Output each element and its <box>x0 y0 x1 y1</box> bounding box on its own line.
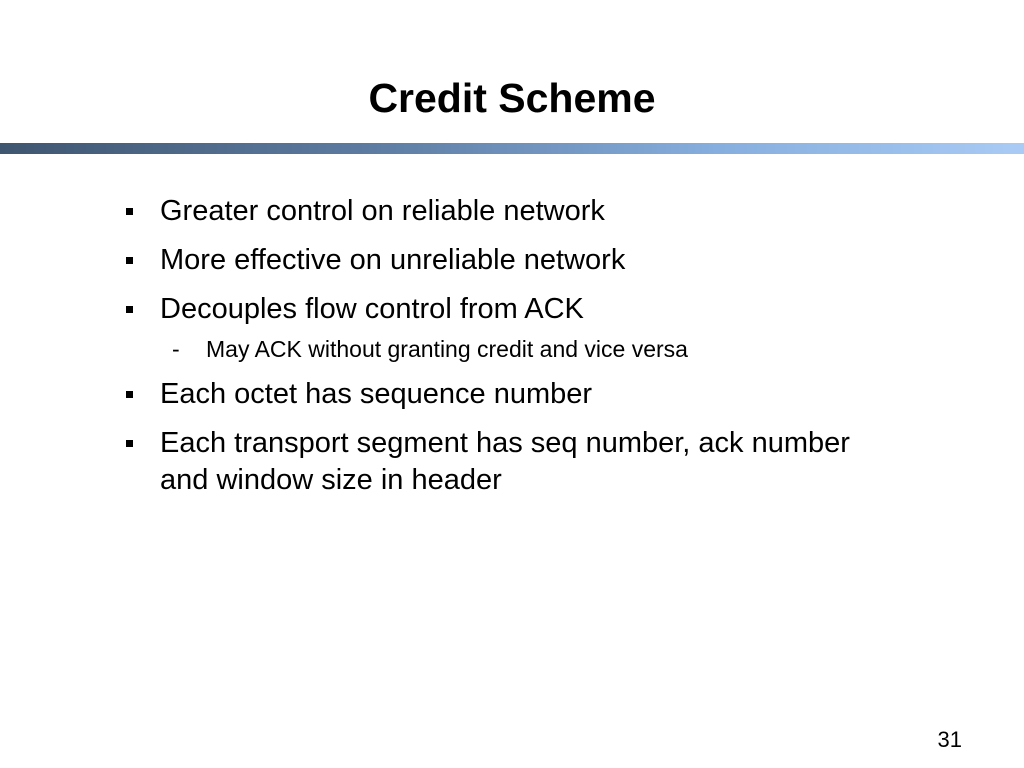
bullet-item: Each octet has sequence number <box>120 376 900 413</box>
bullet-item: Decouples flow control from ACK <box>120 291 900 328</box>
dash-bullet-icon: - <box>172 336 180 362</box>
square-bullet-icon <box>126 391 133 398</box>
slide-title: Credit Scheme <box>368 75 656 121</box>
bullet-text: Each octet has sequence number <box>160 378 593 410</box>
bullet-text: Greater control on reliable network <box>160 195 605 227</box>
bullet-text: Decouples flow control from ACK <box>160 293 584 325</box>
sub-bullet-text: May ACK without granting credit and vice… <box>206 336 688 362</box>
bullet-text: Each transport segment has seq number, a… <box>160 427 850 496</box>
square-bullet-icon <box>126 440 133 447</box>
sub-bullet-item: - May ACK without granting credit and vi… <box>120 334 900 364</box>
bullet-item: More effective on unreliable network <box>120 242 900 279</box>
bullet-item: Greater control on reliable network <box>120 193 900 230</box>
title-divider <box>0 143 1024 154</box>
bullet-item: Each transport segment has seq number, a… <box>120 425 900 499</box>
bullet-list: Greater control on reliable network More… <box>120 193 900 511</box>
page-number: 31 <box>937 727 962 752</box>
square-bullet-icon <box>126 208 133 215</box>
square-bullet-icon <box>126 257 133 264</box>
square-bullet-icon <box>126 306 133 313</box>
bullet-text: More effective on unreliable network <box>160 244 626 276</box>
